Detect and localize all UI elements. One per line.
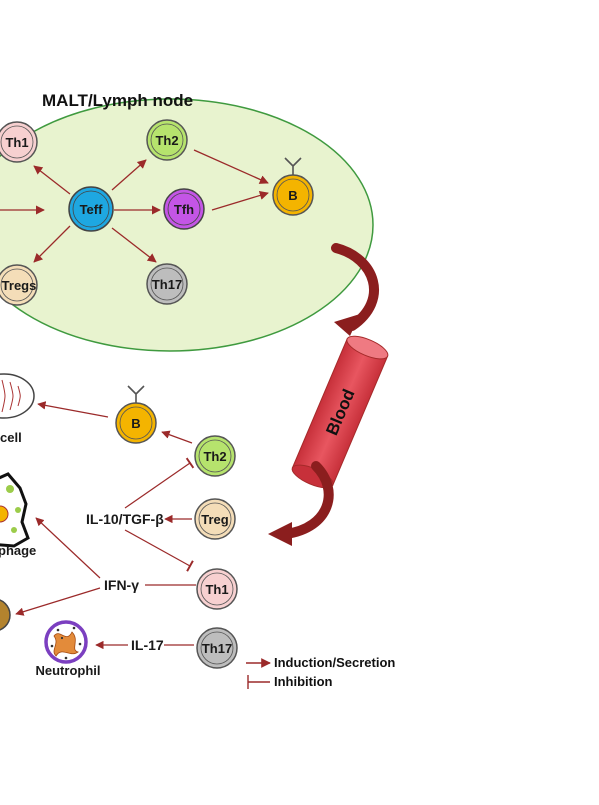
cell-label: B: [288, 188, 297, 203]
cell-tfh: Tfh: [163, 188, 205, 230]
macrophage: phage: [0, 472, 36, 558]
cell-label: Th2: [155, 133, 178, 148]
cell-b-bottom: B: [115, 385, 157, 444]
legend-induction-label: Induction/Secretion: [274, 655, 395, 670]
cell-label: Tfh: [174, 202, 194, 217]
cell-th1-bottom: Th1: [196, 568, 238, 610]
legend-inhibition-label: Inhibition: [274, 674, 333, 689]
cell-th2-top: Th2: [146, 119, 188, 161]
plasma-cell-label: cell: [0, 430, 22, 445]
macrophage-label: phage: [0, 543, 36, 558]
curved-arrow-from-blood: [281, 461, 334, 539]
partial-cell-bottom-left: [0, 599, 11, 631]
plasma-cell: cell: [0, 373, 35, 445]
node-arrows: [0, 149, 269, 263]
blood-vessel: Blood: [291, 335, 389, 489]
lower-arrows: [15, 401, 196, 650]
neutrophil: Neutrophil: [36, 620, 101, 678]
cytokine-il17: IL-17: [131, 637, 164, 653]
antibody-icon: [127, 385, 145, 404]
cell-label: Treg: [201, 512, 229, 527]
cell-th1-top: Th1: [0, 121, 38, 163]
curved-arrow-to-blood: [331, 243, 379, 331]
cytokine-il10-tgf: IL-10/TGF-β: [86, 511, 164, 527]
cell-label: B: [131, 416, 140, 431]
cell-label: Th1: [205, 582, 228, 597]
cell-label: Tregs: [2, 278, 37, 293]
cytokine-ifn: IFN-γ: [104, 577, 139, 593]
cell-teff: Teff: [68, 186, 114, 232]
curved-arrowhead: [334, 314, 360, 336]
cell-tregs: Tregs: [0, 264, 38, 306]
cell-th2-bottom: Th2: [194, 435, 236, 477]
legend: Induction/Secretion Inhibition: [246, 655, 395, 689]
cell-label: Th17: [202, 641, 232, 656]
cell-th17-top: Th17: [146, 263, 188, 305]
cell-treg: Treg: [194, 498, 236, 540]
curved-arrowhead-2: [268, 522, 292, 546]
neutrophil-label: Neutrophil: [36, 663, 101, 678]
cell-label: Th2: [203, 449, 226, 464]
region-title: MALT/Lymph node: [42, 91, 193, 110]
cell-th17-bottom: Th17: [196, 627, 238, 669]
cell-label: Th17: [152, 277, 182, 292]
cell-b-top: B: [272, 157, 314, 216]
cell-label: Th1: [5, 135, 28, 150]
cell-label: Teff: [80, 202, 104, 217]
